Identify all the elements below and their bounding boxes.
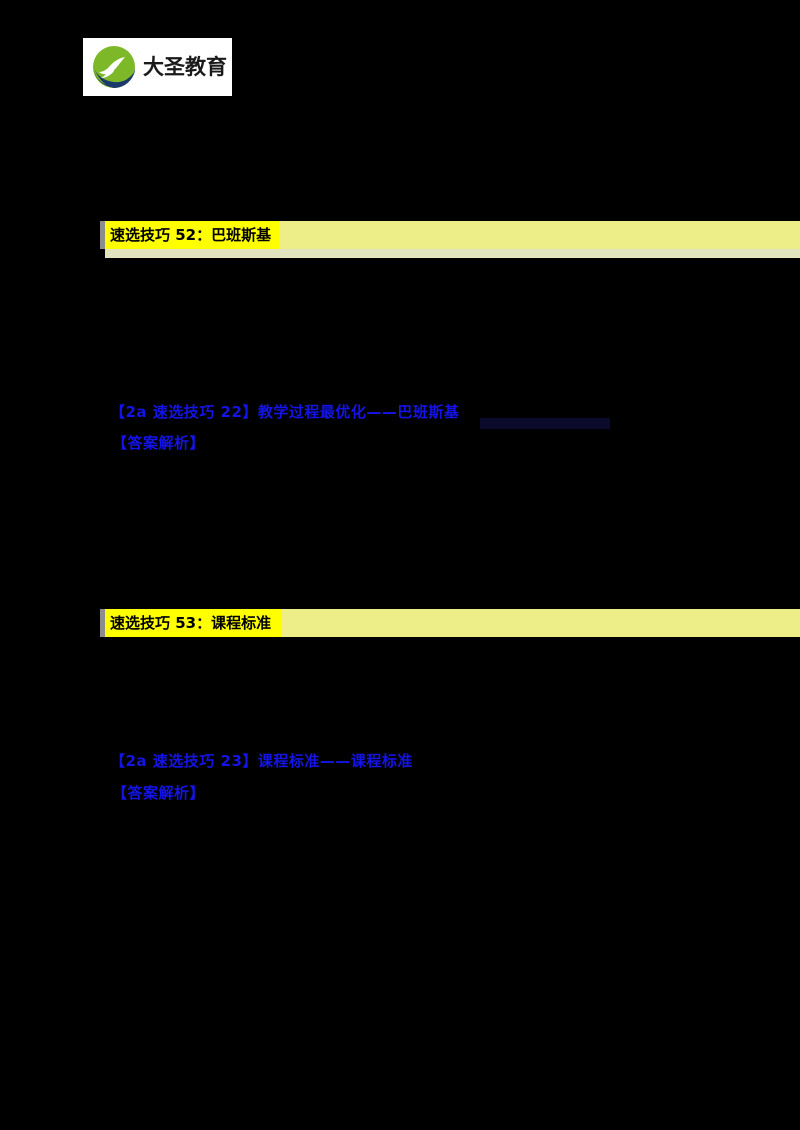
- question-line-2: 【2a 速选技巧 23】课程标准——课程标准: [110, 752, 413, 770]
- logo-brand-text: 大圣教育: [143, 54, 227, 79]
- question-line-1: 【2a 速选技巧 22】教学过程最优化——巴班斯基: [110, 403, 460, 421]
- heading-tick-2: [100, 609, 105, 637]
- brand-logo: 大圣教育: [83, 38, 232, 96]
- section-heading-1-text: 速选技巧 52：巴班斯基: [110, 225, 272, 244]
- section-heading-1: 速选技巧 52：巴班斯基: [105, 221, 280, 249]
- heading-tick-1: [100, 221, 105, 249]
- answer-tag-1: 【答案解析】: [112, 434, 206, 452]
- section-heading-2: 速选技巧 53：课程标准: [105, 609, 282, 637]
- scan-artifact-1: [480, 418, 610, 429]
- logo-mark-icon: [92, 45, 136, 89]
- heading-underline-1: [105, 249, 800, 258]
- section-heading-2-text: 速选技巧 53：课程标准: [110, 613, 272, 632]
- answer-tag-2: 【答案解析】: [112, 784, 206, 802]
